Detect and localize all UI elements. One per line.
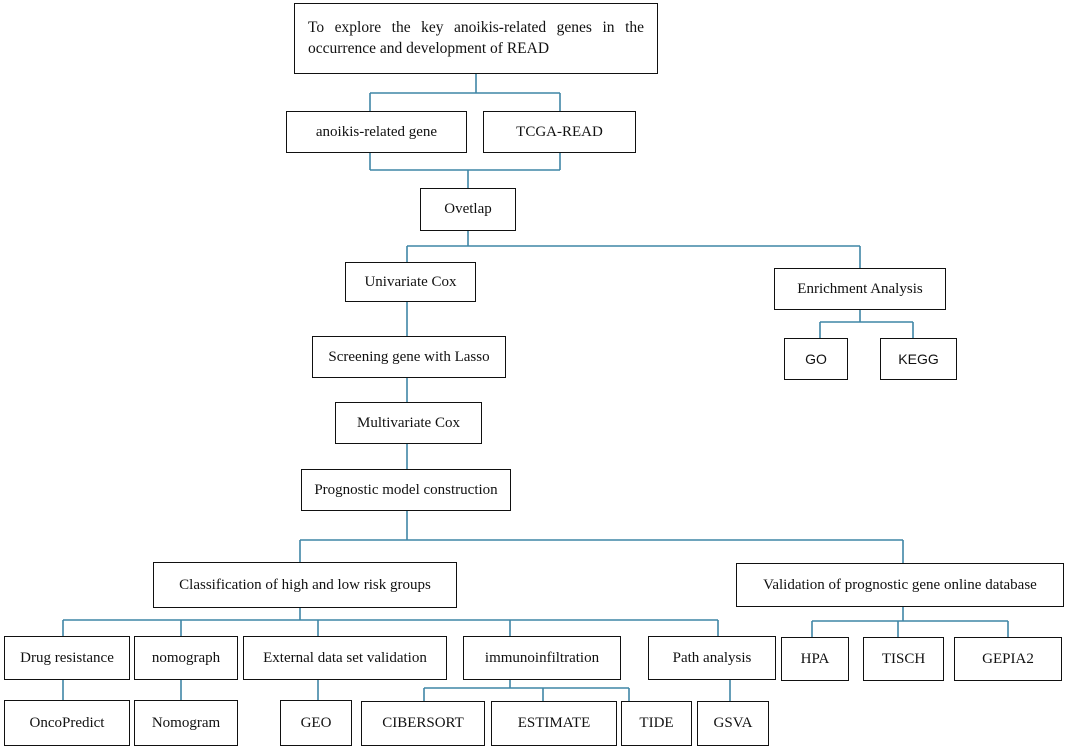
node-label: TISCH — [881, 650, 926, 667]
node-label: Univariate Cox — [364, 273, 457, 290]
node-geo: GEO — [280, 700, 352, 746]
node-title: To explore the key anoikis-related genes… — [294, 3, 658, 74]
node-estimate: ESTIMATE — [491, 701, 617, 746]
node-title-label: To explore the key anoikis-related genes… — [308, 18, 644, 57]
node-validation: Validation of prognostic gene online dat… — [736, 563, 1064, 607]
node-label: TCGA-READ — [516, 123, 603, 140]
node-label: immunoinfiltration — [484, 649, 600, 666]
node-anoikis-related-gene: anoikis-related gene — [286, 111, 467, 153]
node-nomograph: nomograph — [134, 636, 238, 680]
node-go-enrichment: GO — [784, 338, 848, 380]
node-label: Ovetlap — [444, 201, 492, 218]
node-label: Validation of prognostic gene online dat… — [763, 576, 1037, 593]
node-nomogram: Nomogram — [134, 700, 238, 746]
node-drug-resistance: Drug resistance — [4, 636, 130, 680]
node-oncopredict: OncoPredict — [4, 700, 130, 746]
node-enrichment-analysis: Enrichment Analysis — [774, 268, 946, 310]
node-label: anoikis-related gene — [315, 123, 438, 140]
node-label: GO — [805, 350, 827, 367]
node-immunoinfiltration: immunoinfiltration — [463, 636, 621, 680]
node-gsva: GSVA — [697, 701, 769, 746]
node-prognostic-model: Prognostic model construction — [301, 469, 511, 511]
node-label: GEPIA2 — [982, 650, 1034, 667]
node-label: Enrichment Analysis — [797, 280, 923, 297]
node-gepia2: GEPIA2 — [954, 637, 1062, 681]
node-univariate-cox: Univariate Cox — [345, 262, 476, 302]
node-label: KEGG — [898, 350, 939, 367]
node-classification: Classification of high and low risk grou… — [153, 562, 457, 608]
node-label: ESTIMATE — [517, 715, 591, 732]
node-external-validation: External data set validation — [243, 636, 447, 680]
node-label: nomograph — [151, 649, 221, 666]
node-hpa: HPA — [781, 637, 849, 681]
node-label: Screening gene with Lasso — [328, 348, 490, 365]
node-label: Path analysis — [672, 649, 752, 666]
node-label: TIDE — [639, 715, 674, 732]
node-label: Prognostic model construction — [314, 481, 498, 498]
node-label: GSVA — [713, 715, 753, 732]
node-label: Nomogram — [151, 714, 221, 731]
node-overlap: Ovetlap — [420, 188, 516, 231]
node-label: HPA — [800, 650, 830, 667]
node-kegg: KEGG — [880, 338, 957, 380]
node-label: Classification of high and low risk grou… — [179, 576, 431, 593]
node-label: OncoPredict — [29, 714, 105, 731]
node-label: External data set validation — [263, 649, 427, 666]
node-tisch: TISCH — [863, 637, 944, 681]
node-tide: TIDE — [621, 701, 692, 746]
node-screening-lasso: Screening gene with Lasso — [312, 336, 506, 378]
node-cibersort: CIBERSORT — [361, 701, 485, 746]
node-label: Multivariate Cox — [357, 414, 460, 431]
node-label: GEO — [300, 714, 332, 731]
node-tcga-read: TCGA-READ — [483, 111, 636, 153]
node-path-analysis: Path analysis — [648, 636, 776, 680]
node-multivariate-cox: Multivariate Cox — [335, 402, 482, 444]
node-label: Drug resistance — [20, 649, 114, 666]
node-label: CIBERSORT — [382, 715, 464, 732]
